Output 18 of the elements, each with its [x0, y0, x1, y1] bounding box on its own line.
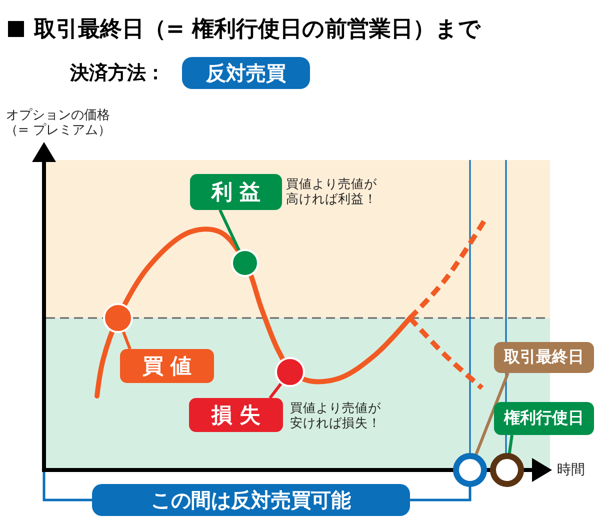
- exercise-day-callout: 権利行使日: [494, 402, 594, 435]
- loss-callout: 損 失: [189, 398, 283, 432]
- title: 取引最終日（= 権利行使日の前営業日）まで: [34, 16, 482, 44]
- tradable-period-banner: この間は反対売買可能: [92, 484, 410, 516]
- axis-label: 時間: [557, 461, 586, 479]
- point-marker: [453, 453, 487, 487]
- leader-line: [268, 382, 283, 399]
- method-badge: 反対売買: [182, 57, 310, 89]
- leader-line: [122, 330, 132, 350]
- callout-note: 買値より売値が高ければ利益！: [286, 176, 378, 206]
- last-trading-day-callout: 取引最終日: [494, 342, 594, 373]
- point-marker: [490, 453, 524, 487]
- buy-price-callout: 買 値: [120, 349, 214, 383]
- callout-note: 買値より売値が安ければ損失！: [290, 400, 382, 430]
- field-label: 決済方法：: [70, 61, 165, 86]
- profit-callout: 利 益: [190, 174, 282, 210]
- leader-line: [218, 209, 241, 252]
- axis-label: オプションの価格（= プレミアム）: [4, 108, 112, 138]
